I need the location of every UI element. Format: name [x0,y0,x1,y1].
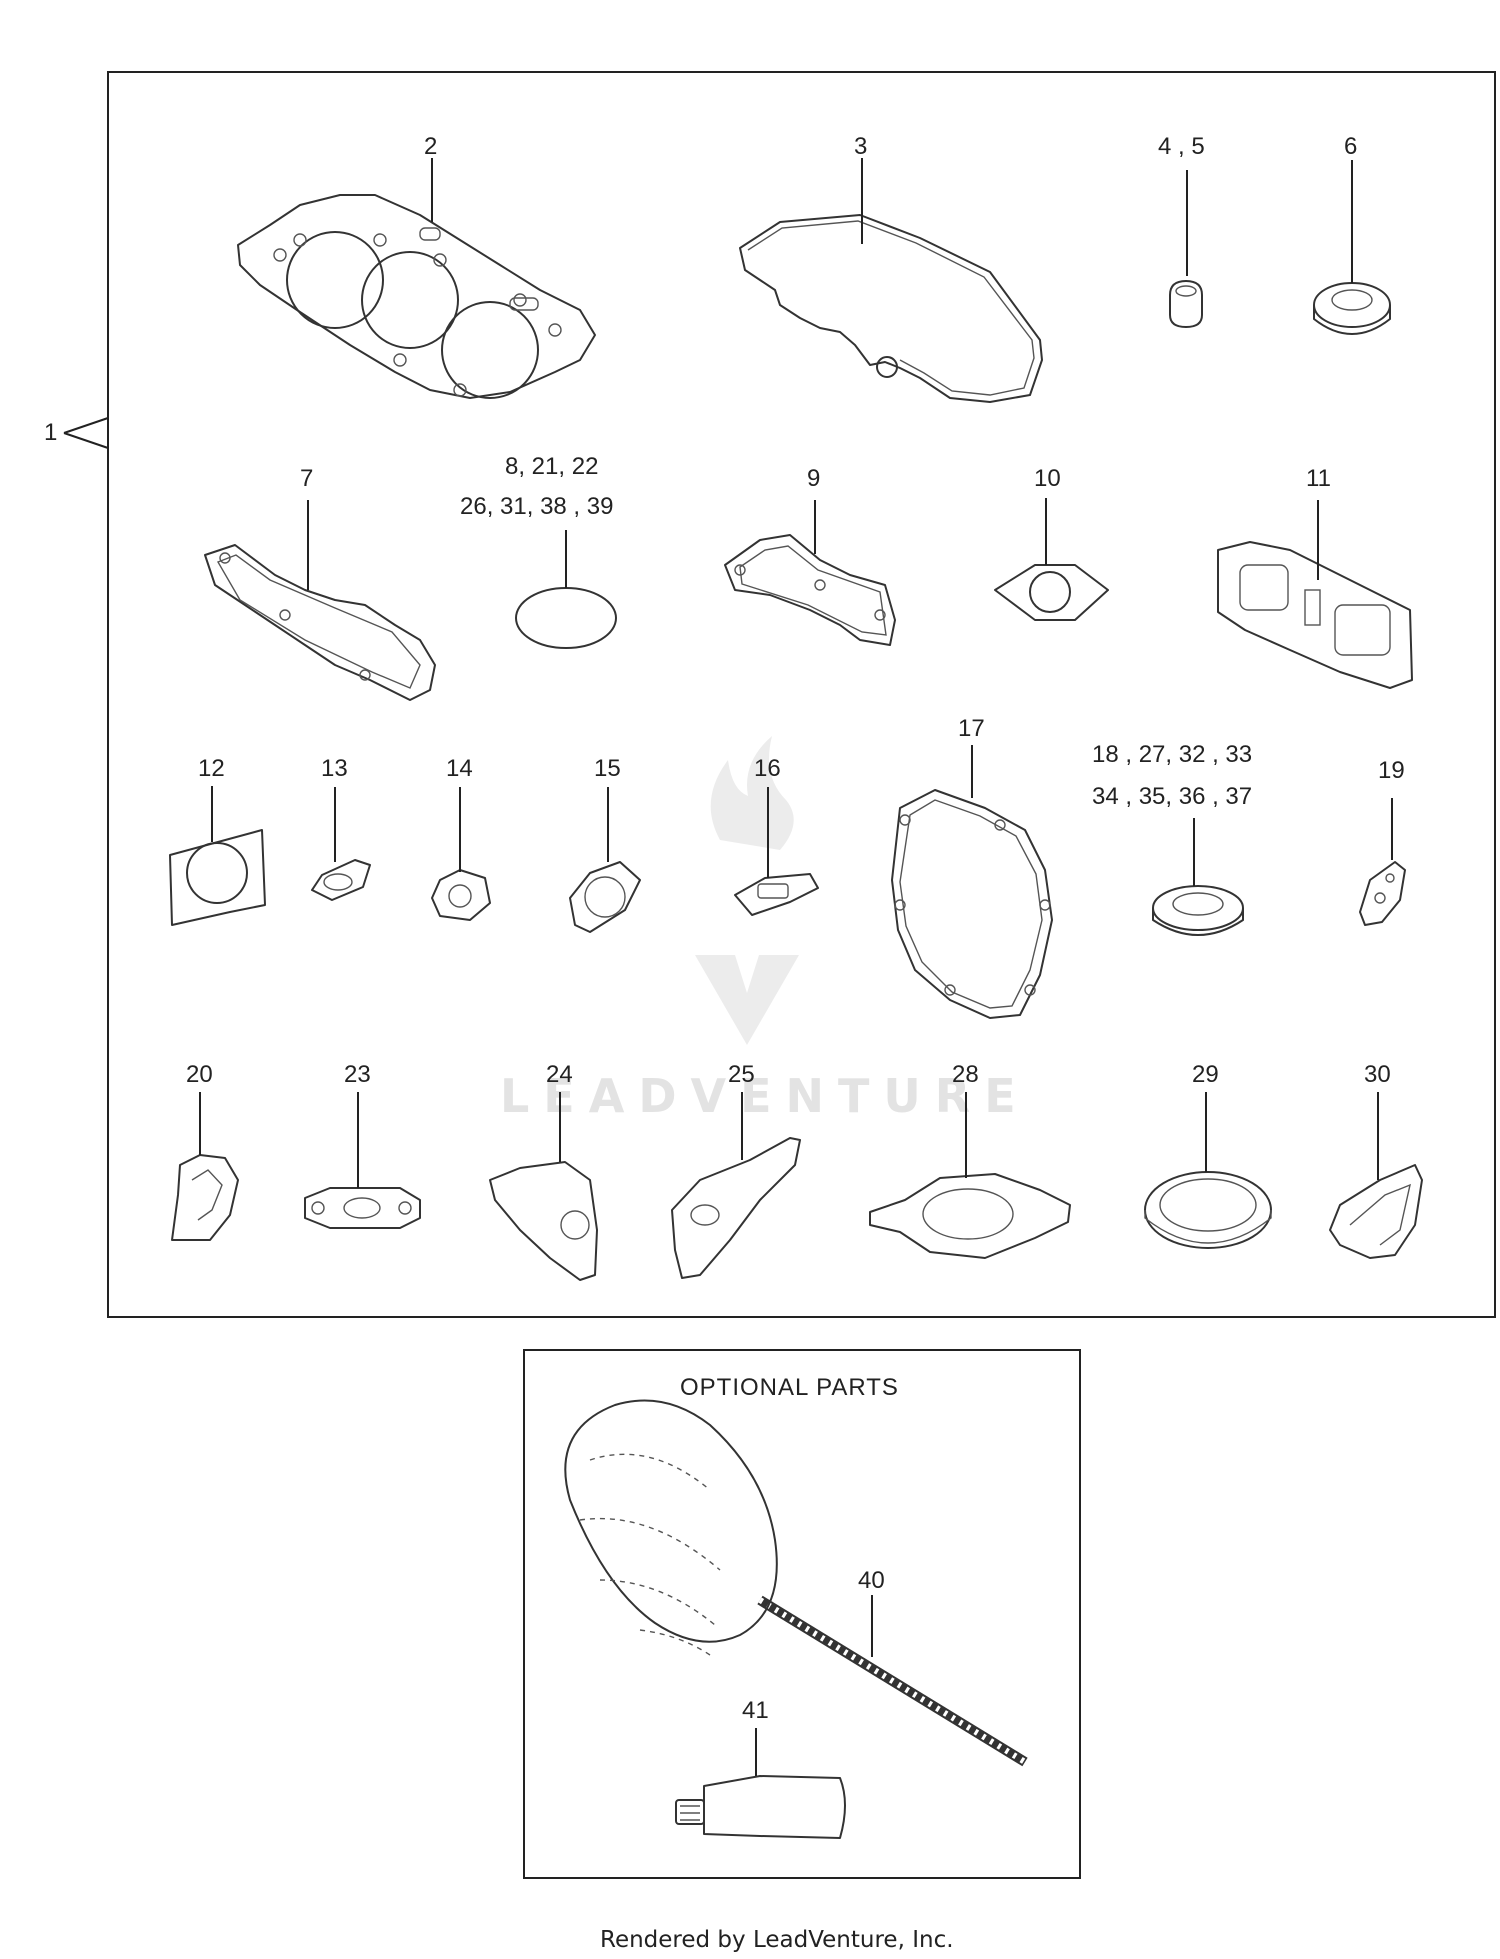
callout-2: 2 [424,133,437,160]
callout-28: 28 [952,1061,979,1088]
callout-25: 25 [728,1061,755,1088]
callout-9: 9 [807,465,820,492]
part-3-cover-gasket[interactable] [739,214,1043,403]
part-12-gasket[interactable] [169,829,266,926]
callout-16: 16 [754,755,781,782]
part-13-gasket[interactable] [311,859,371,901]
callout-4-5: 4 , 5 [1158,133,1205,160]
part-10-gasket[interactable] [994,564,1109,621]
callout-3: 3 [854,133,867,160]
callout-24: 24 [546,1061,573,1088]
part-7-manifold-gasket[interactable] [204,544,436,701]
callout-8-line1: 8, 21, 22 [505,453,598,480]
part-8-o-ring[interactable] [515,587,617,649]
callout-7: 7 [300,465,313,492]
callout-20: 20 [186,1061,213,1088]
part-23-gasket[interactable] [304,1187,421,1229]
callout-19: 19 [1378,757,1405,784]
callout-13: 13 [321,755,348,782]
callout-17: 17 [958,715,985,742]
callout-11: 11 [1306,465,1331,492]
callout-18-line1: 18 , 27, 32 , 33 [1092,741,1252,768]
optional-parts-title: OPTIONAL PARTS [680,1374,899,1401]
kit-bracket [63,417,109,449]
part-9-gasket[interactable] [724,534,896,646]
callout-23: 23 [344,1061,371,1088]
callout-15: 15 [594,755,621,782]
callout-12: 12 [198,755,225,782]
callout-30: 30 [1364,1061,1391,1088]
part-24-gasket[interactable] [489,1161,598,1281]
part-28-gasket[interactable] [869,1173,1071,1259]
callout-14: 14 [446,755,473,782]
callout-29: 29 [1192,1061,1219,1088]
footer-credit: Rendered by LeadVenture, Inc. [600,1927,954,1953]
part-6-oil-seal[interactable] [1313,282,1391,335]
callout-8-line2: 26, 31, 38 , 39 [460,493,613,520]
part-2-head-gasket[interactable] [237,194,596,399]
callout-18-line2: 34 , 35, 36 , 37 [1092,783,1252,810]
part-25-gasket[interactable] [671,1137,801,1279]
part-4-5-stem-seal[interactable] [1169,280,1203,328]
part-20-gasket[interactable] [171,1154,239,1241]
part-17-large-gasket[interactable] [891,789,1053,1019]
part-11-exhaust-gasket[interactable] [1217,541,1413,689]
callout-1: 1 [44,419,57,446]
callout-6: 6 [1344,133,1357,160]
part-19-gasket[interactable] [1359,861,1406,926]
part-18-seal[interactable] [1152,885,1244,936]
part-40-brush[interactable] [564,1399,1028,1767]
optional-parts-frame [523,1349,1081,1879]
part-41-sealant-tube[interactable] [675,1775,846,1839]
part-16-gasket[interactable] [734,873,819,916]
watermark-text: LEADVENTURE [500,1069,1030,1123]
watermark: LEADVENTURE [500,736,1030,1123]
callout-40: 40 [858,1567,885,1594]
part-14-gasket[interactable] [431,869,491,921]
part-30-gasket[interactable] [1329,1164,1423,1259]
part-29-seal[interactable] [1144,1171,1272,1249]
main-kit-frame [107,71,1496,1318]
part-15-gasket[interactable] [569,861,641,933]
callout-10: 10 [1034,465,1061,492]
callout-41: 41 [742,1697,769,1724]
